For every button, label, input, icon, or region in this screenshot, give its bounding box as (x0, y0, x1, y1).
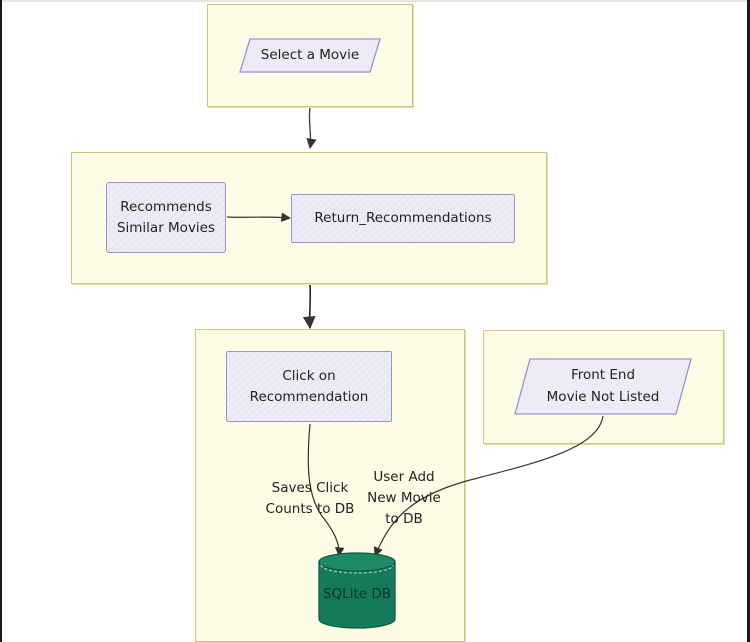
front-end-line-1: Front End (570, 367, 636, 383)
front-end-node[interactable]: Front End Movie Not Listed (514, 358, 692, 415)
click-line-1: Click on (282, 367, 336, 384)
recommends-similar-node[interactable]: Recommends Similar Movies (106, 182, 226, 253)
click-recommendation-node[interactable]: Click on Recommendation (226, 351, 392, 422)
database-cylinder-icon (318, 552, 396, 629)
edge-label-saves-click: Saves Click Counts to DB (262, 478, 358, 520)
front-end-line-2: Movie Not Listed (546, 389, 660, 405)
saves-click-line-2: Counts to DB (265, 501, 355, 517)
click-line-2: Recommendation (249, 388, 369, 405)
window-right-edge (747, 0, 750, 642)
parallelogram-shape (514, 358, 692, 415)
sqlite-db-label: SQLite DB (322, 586, 391, 602)
edge-frontend-to-db (373, 415, 604, 557)
select-movie-label: Select a Movie (260, 47, 360, 63)
user-add-line-3: to DB (385, 511, 423, 527)
edge-recommends-to-return (226, 212, 291, 222)
return-recommendations-label: Return_Recommendations (314, 210, 492, 226)
window-top-edge (0, 0, 750, 2)
recommends-line-2: Similar Movies (116, 219, 216, 236)
recommends-line-1: Recommends (120, 198, 212, 215)
window-left-edge (0, 0, 2, 642)
edge-click-to-db (307, 423, 345, 557)
edge-label-user-add: User Add New Movie to DB (362, 467, 446, 530)
saves-click-line-1: Saves Click (271, 480, 349, 496)
edge-engine-to-click (302, 284, 316, 330)
user-add-line-1: User Add (373, 469, 435, 485)
user-add-line-2: New Movie (367, 490, 441, 506)
sqlite-db-node[interactable]: SQLite DB (316, 551, 398, 631)
select-movie-node[interactable]: Select a Movie (239, 38, 381, 73)
parallelogram-shape (239, 38, 381, 73)
edge-select-to-engine (306, 107, 317, 150)
return-recommendations-node[interactable]: Return_Recommendations (291, 194, 515, 243)
